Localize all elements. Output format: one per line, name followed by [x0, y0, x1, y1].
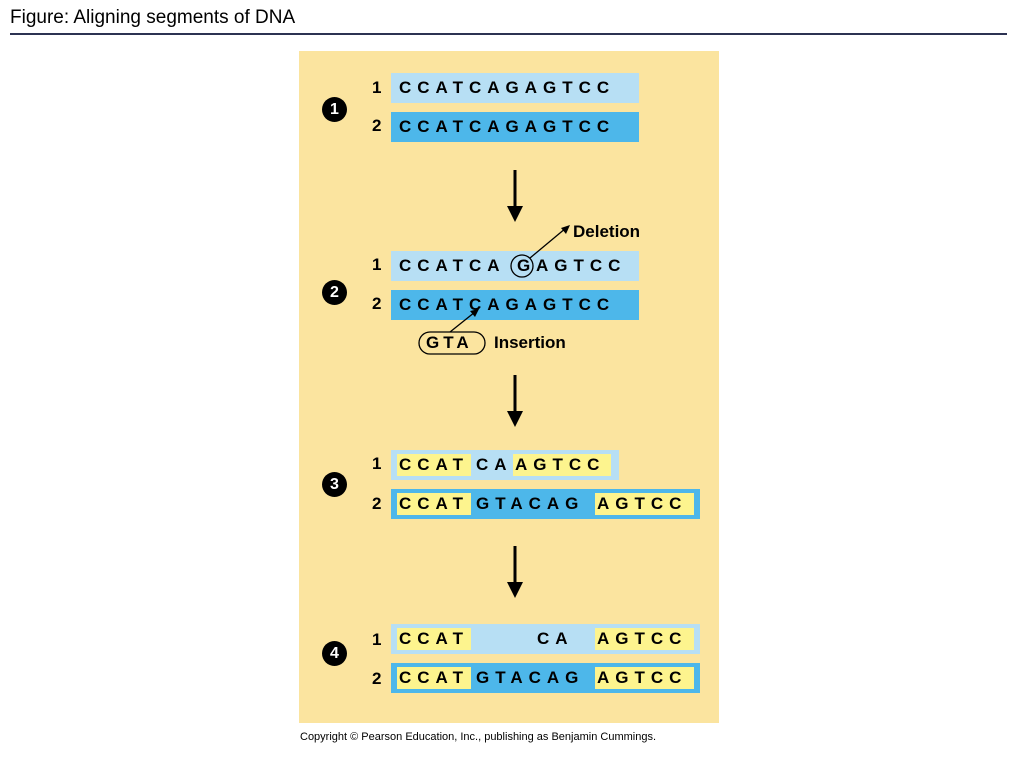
step-3-strand-1: CCAT CA AGTCC [391, 450, 619, 480]
step-3-seq-1a: CCAT [399, 455, 469, 474]
step-1-strand-1: CCATCAGAGTCC [391, 73, 639, 103]
step-4-seq-1c: AGTCC [597, 629, 688, 648]
step-3-match-c [513, 454, 611, 476]
insertion-sequence: GTA [426, 333, 473, 352]
step-2-strand-2: CCATCAGAGTCC [391, 290, 639, 320]
step-3-row2-number: 2 [372, 494, 382, 513]
step-3-seq-2a: CCAT [399, 494, 469, 513]
step-4-match-2a [397, 667, 471, 689]
step-1-row2-number: 2 [372, 116, 382, 135]
step-2-row2-number: 2 [372, 294, 382, 313]
step-3-seq-1c: AGTCC [515, 455, 606, 474]
step-4-row1-number: 1 [372, 630, 382, 649]
step-1-seq-1: CCATCAGAGTCC [399, 78, 616, 97]
step-4-match-c [595, 628, 694, 650]
down-arrow-icon [507, 170, 523, 222]
insertion-pointer [449, 309, 479, 333]
step-3-match-2c [595, 493, 694, 515]
step-1-seq-2: CCATCAGAGTCC [399, 117, 616, 136]
deletion-annotation [510, 225, 570, 278]
step-4-seq-2b: GTACAG [476, 668, 585, 687]
step-3-row1-number: 1 [372, 454, 382, 473]
insertion-label: Insertion [494, 333, 566, 352]
deleted-base: G [517, 256, 537, 275]
step-4-badge: 4 [322, 641, 347, 666]
step-4-seq-2a: CCAT [399, 668, 469, 687]
page-title: Figure: Aligning segments of DNA [10, 7, 296, 28]
step-4-strand-2: CCAT GTACAG AGTCC [391, 663, 700, 693]
step-1-badge: 1 [322, 97, 347, 122]
step-2-row1-number: 1 [372, 255, 382, 274]
step-4-seq-1a: CCAT [399, 629, 469, 648]
step-4-row2-number: 2 [372, 669, 382, 688]
step-3-seq-2c: AGTCC [597, 494, 688, 513]
step-1-row1-number: 1 [372, 78, 382, 97]
step-2-seq-1a: CCATCA [399, 256, 506, 275]
insertion-oval [418, 331, 486, 355]
step-4-seq-2c: AGTCC [597, 668, 688, 687]
step-1-strand-2: CCATCAGAGTCC [391, 112, 639, 142]
step-2-badge: 2 [322, 280, 347, 305]
title-divider [10, 33, 1007, 35]
figure-panel [299, 51, 719, 723]
step-2-seq-1b: AGTCC [536, 256, 627, 275]
step-2-strand-1: CCATCA G AGTCC [391, 251, 639, 281]
step-3-seq-1b: CA [476, 455, 513, 474]
step-4-seq-1b: CA [537, 629, 574, 648]
deletion-label: Deletion [573, 222, 641, 241]
step-4-match-a [397, 628, 471, 650]
down-arrow-icon [507, 375, 523, 427]
step-3-match-a [397, 454, 471, 476]
step-3-badge: 3 [322, 472, 347, 497]
step-3-strand-2: CCAT GTACAG AGTCC [391, 489, 700, 519]
step-3-match-2a [397, 493, 471, 515]
step-4-match-2c [595, 667, 694, 689]
step-2-seq-2: CCATCAGAGTCC [399, 295, 616, 314]
step-4-strand-1: CCAT CA AGTCC [391, 624, 700, 654]
copyright-notice: Copyright © Pearson Education, Inc., pub… [300, 731, 657, 743]
down-arrow-icon [507, 546, 523, 598]
step-3-seq-2b: GTACAG [476, 494, 585, 513]
